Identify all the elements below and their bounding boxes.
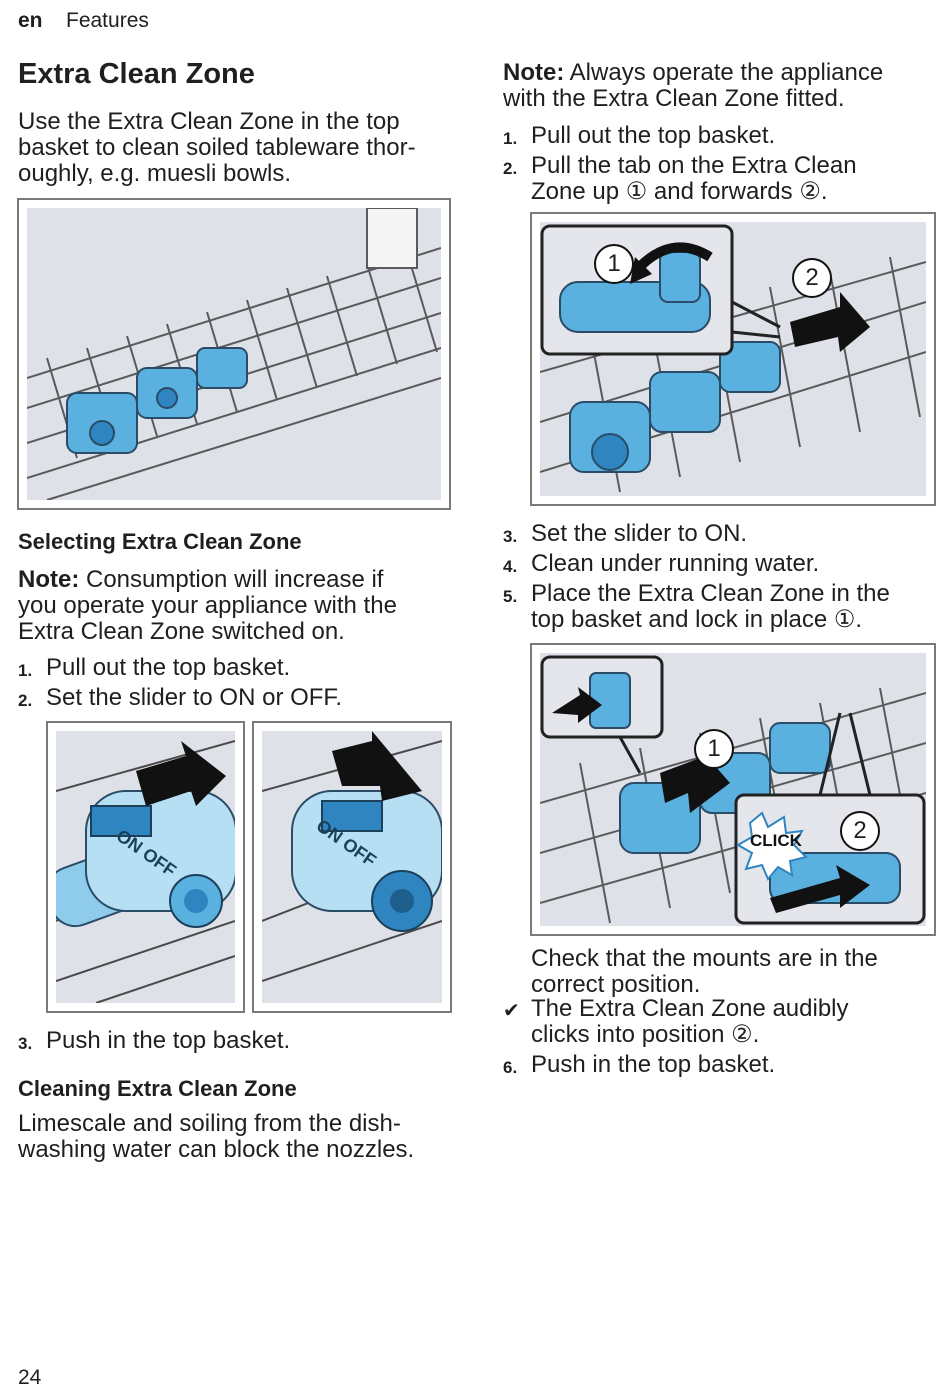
page-number: 24: [18, 1366, 42, 1389]
callout-1: 1: [594, 244, 634, 284]
selecting-step-3: 3.Push in the top basket.: [18, 1027, 291, 1054]
cleaning-step-1: 1.Pull out the top basket.: [503, 122, 776, 149]
basket-overview-illustration: [27, 208, 441, 500]
cleaning-step-6: 6.Push in the top basket.: [503, 1051, 776, 1078]
place-zone-figure: 1 2 CLICK: [530, 643, 936, 936]
note-label: Note:: [18, 566, 80, 593]
slider-on-figure: ON OFF: [46, 721, 245, 1013]
cleaning-heading: Cleaning Extra Clean Zone: [18, 1076, 297, 1101]
callout-2: 2: [792, 258, 832, 298]
checkmark-icon: ✔: [503, 1000, 520, 1022]
cleaning-paragraph: Limescale and soiling from the dish-wash…: [18, 1110, 415, 1163]
selecting-step-1: 1.Pull out the top basket.: [18, 654, 291, 681]
cleaning-step-4: 4.Clean under running water.: [503, 550, 820, 577]
slider-on-illustration: [56, 740, 235, 1003]
right-note: Note: Always operate the appliance with …: [503, 59, 884, 112]
note-label: Note:: [503, 59, 565, 86]
slider-off-figure: ON OFF: [252, 721, 452, 1013]
selecting-step-2: 2.Set the slider to ON or OFF.: [18, 684, 343, 711]
cleaning-step-3: 3.Set the slider to ON.: [503, 520, 748, 547]
selecting-heading: Selecting Extra Clean Zone: [18, 529, 302, 554]
section-name: Features: [66, 9, 149, 32]
page-title: Extra Clean Zone: [18, 58, 255, 90]
callout-1: 1: [694, 729, 734, 769]
selecting-note: Note: Consumption will increase if you o…: [18, 566, 397, 645]
remove-zone-figure: 1 2: [530, 212, 936, 506]
callout-2: 2: [840, 811, 880, 851]
place-zone-illustration: [540, 655, 926, 925]
remove-zone-illustration: [540, 224, 926, 493]
language-code: en: [18, 9, 43, 32]
slider-off-illustration: [262, 731, 442, 982]
click-label: CLICK: [750, 831, 802, 850]
basket-overview-figure: [17, 198, 451, 510]
